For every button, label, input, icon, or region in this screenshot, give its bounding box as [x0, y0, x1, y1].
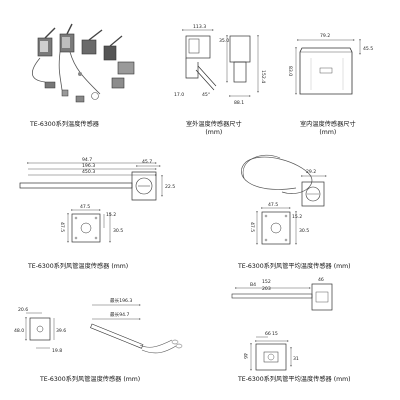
avg2-sensor-drawing [231, 283, 333, 371]
avg-head [301, 181, 325, 207]
duct-head-h: 22.5 [165, 184, 175, 190]
caption-avg-duct-sensor: TE-6300系列风管平均温度传感器 (mm) [238, 263, 351, 270]
caption-avg-duct-sensor-2: TE-6300系列风管平均温度传感器 (mm) [238, 376, 351, 383]
duct-probe [19, 182, 133, 189]
avg2-w: 46 [318, 277, 324, 283]
outdoor-bottom-width: 88.1 [234, 100, 244, 106]
duct2-len-short: 最长94.7 [110, 311, 129, 318]
sensor-housing-6 [111, 77, 125, 89]
indoor-left: 83.0 [287, 66, 293, 76]
duct2-side-view [29, 317, 51, 341]
avg-r2: 30.5 [299, 228, 309, 234]
duct-mount-plate [71, 213, 101, 243]
duct-len2: 196.3 [82, 163, 95, 169]
outdoor-sensor-drawing [182, 29, 259, 97]
duct-len1: 94.7 [82, 157, 92, 163]
avg2-box-a: 15 [272, 331, 278, 337]
avg-mount-plate [261, 211, 291, 245]
caption-duct-sensor-2: TE-6300系列风管温度传感器 (mm) [40, 376, 141, 383]
caption-outdoor-line2: (mm) [205, 129, 223, 136]
duct-sensor-drawing [19, 162, 163, 243]
avg2-mount-plate [255, 343, 287, 371]
outdoor-front-body [185, 35, 211, 59]
duct2-a: 20.6 [18, 307, 28, 313]
outdoor-angle: 45° [202, 92, 210, 98]
indoor-sensor-drawing [295, 39, 361, 95]
avg-sensor-drawing [241, 154, 327, 245]
sensor-housing-5 [117, 61, 135, 75]
duct2-d: 19.8 [52, 348, 62, 354]
avg-box-w: 47.5 [268, 202, 278, 208]
outdoor-left-top: 35.0 [219, 38, 229, 44]
avg-top: 29.2 [306, 169, 316, 175]
outdoor-right-height: 152.4 [260, 70, 266, 83]
avg2-head [311, 283, 333, 311]
duct2-len-long: 最长196.3 [110, 297, 132, 304]
indoor-top-width: 79.2 [320, 33, 330, 39]
caption-outdoor-dimensions: 室外温度传感器尺寸 (mm) [186, 121, 242, 137]
caption-duct-sensor: TE-6300系列风管温度传感器 (mm) [28, 263, 129, 270]
duct-head-w: 45.7 [142, 159, 152, 165]
duct-box-h: 47.5 [59, 222, 65, 232]
duct-box-r2: 30.5 [113, 228, 123, 234]
duct-box-w: 47.5 [80, 204, 90, 210]
duct2-b: 48.0 [14, 328, 24, 334]
sensor-photo-group [31, 23, 135, 103]
outdoor-bottom-left: 17.0 [174, 92, 184, 98]
avg2-box-h: 46 [242, 353, 248, 359]
duct2-sensor-drawing [25, 304, 183, 354]
duct-box-r1: 15.2 [106, 212, 116, 218]
outdoor-top-width: 113.3 [193, 24, 206, 30]
sensor-housing-3 [81, 39, 97, 55]
avg-capillary-coil [241, 156, 313, 194]
duct-len3: 450.3 [82, 169, 95, 175]
caption-indoor-dimensions: 室内温度传感器尺寸 (mm) [300, 121, 356, 137]
avg-box-h: 47.5 [249, 222, 255, 232]
indoor-right: 45.5 [363, 46, 373, 52]
caption-indoor-line1: 室内温度传感器尺寸 [300, 121, 356, 128]
avg-r1: 15.2 [292, 214, 302, 220]
caption-indoor-line2: (mm) [319, 129, 337, 136]
duct-head [131, 171, 157, 201]
sensor-housing-4 [103, 45, 117, 61]
indoor-housing [299, 47, 353, 95]
duct2-probe [90, 323, 144, 349]
avg2-box-top: 66 [265, 331, 271, 337]
caption-outdoor-line1: 室外温度传感器尺寸 [186, 121, 242, 128]
avg2-l1: 152 [262, 279, 271, 285]
duct2-c: 39.6 [56, 328, 66, 334]
outdoor-side-body [229, 35, 251, 63]
avg2-l2: 203 [262, 286, 271, 292]
avg2-box-r: 31 [293, 356, 299, 362]
avg2-probe [231, 293, 313, 299]
avg2-label: B4 [250, 282, 256, 288]
caption-te6300-series: TE-6300系列温度传感器 [30, 121, 99, 128]
